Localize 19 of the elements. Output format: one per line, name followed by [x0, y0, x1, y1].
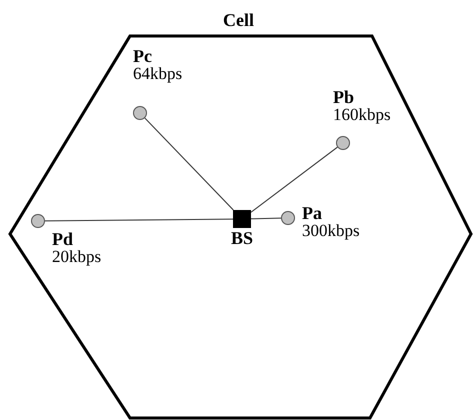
user-node-circle [133, 106, 147, 120]
data-rate: 64kbps [133, 65, 182, 83]
cell-heading: Cell [223, 10, 254, 30]
connector-line [44, 218, 234, 222]
data-rate: 300kbps [302, 222, 360, 240]
node-name: Pd [52, 230, 74, 248]
node-name: Pa [302, 204, 323, 222]
connector-line [250, 146, 338, 213]
user-node-circle [31, 214, 45, 228]
base-station-square [233, 210, 251, 228]
data-rate: 160kbps [333, 106, 391, 124]
node-name: BS [230, 229, 254, 247]
user-node-circle [281, 211, 295, 225]
connector-line [250, 218, 282, 220]
user-node-circle [336, 136, 350, 150]
data-rate: 20kbps [52, 248, 102, 266]
node-name: Pb [333, 88, 356, 106]
connector-line [144, 118, 234, 210]
node-name: Pc [133, 47, 153, 65]
